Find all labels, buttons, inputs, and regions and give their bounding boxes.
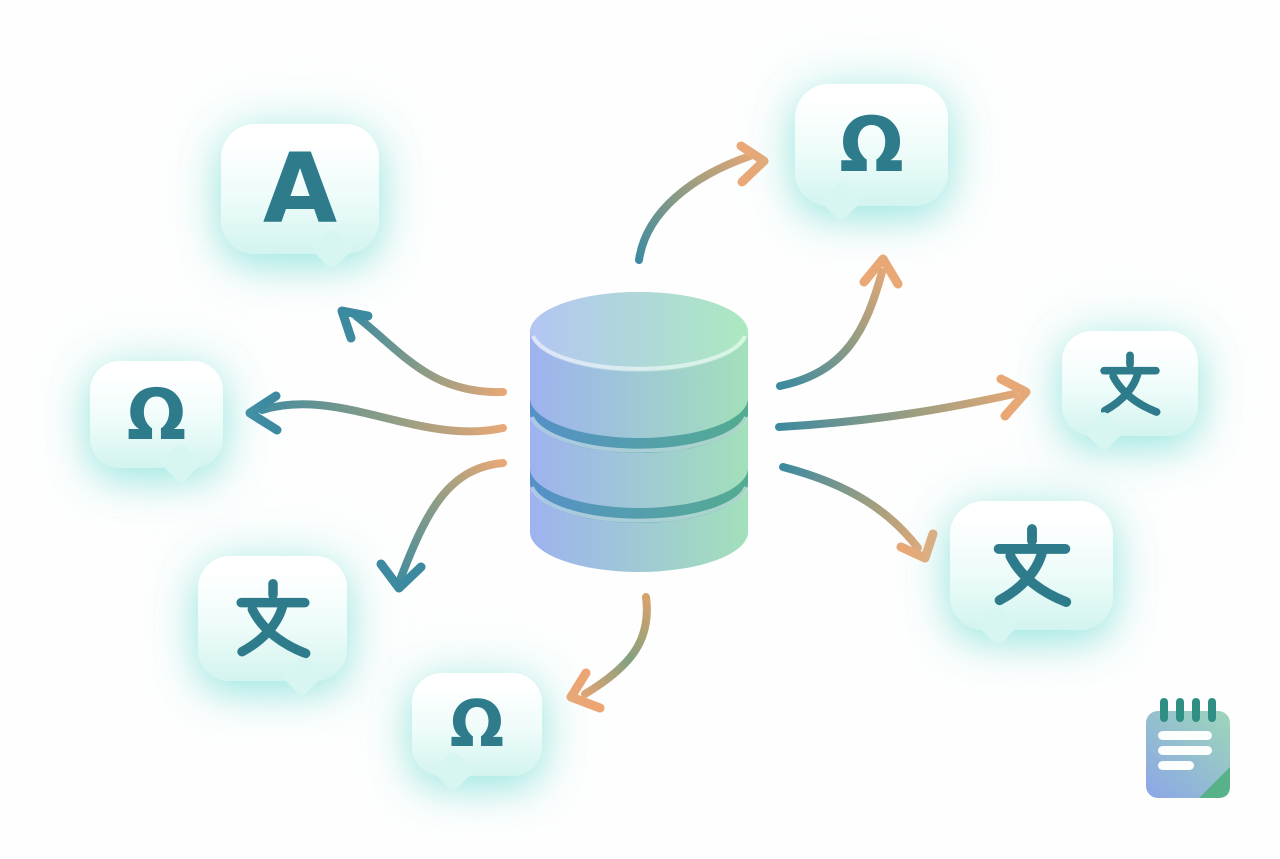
arrow-to-bubble-omega-bottom	[566, 593, 651, 713]
arrow-to-bubble-wen-right	[775, 374, 1031, 431]
speech-bubble-omega-bottom: Ω	[412, 673, 542, 793]
arrow-up-right	[776, 254, 903, 390]
speech-bubble-wen-bottom-right	[950, 501, 1113, 647]
database-cylinder-icon	[530, 292, 748, 572]
glyph-wen-icon	[993, 523, 1071, 607]
speech-bubble-wen-right	[1062, 331, 1198, 453]
arrow-to-bubble-a	[337, 306, 507, 397]
glyph-wen-icon	[1100, 350, 1161, 416]
arrow-to-bubble-wen-bottom-left	[376, 459, 507, 593]
glyph-omega: Ω	[839, 100, 904, 189]
notepad-icon	[1146, 698, 1230, 798]
glyph-omega: Ω	[449, 687, 505, 762]
speech-bubble-omega-top-right: Ω	[795, 84, 948, 223]
speech-bubble-wen-bottom-left	[198, 556, 347, 698]
glyph-omega: Ω	[126, 373, 187, 456]
speech-bubble-a-top-left: A	[221, 124, 379, 271]
arrow-to-bubble-omega-top-right	[635, 141, 769, 264]
glyph-wen-icon	[235, 578, 310, 658]
glyph-a: A	[262, 133, 338, 245]
arrow-to-bubble-omega-left	[245, 391, 507, 436]
arrow-to-bubble-wen-bottom-right	[779, 463, 938, 563]
speech-bubble-omega-left: Ω	[90, 361, 223, 485]
